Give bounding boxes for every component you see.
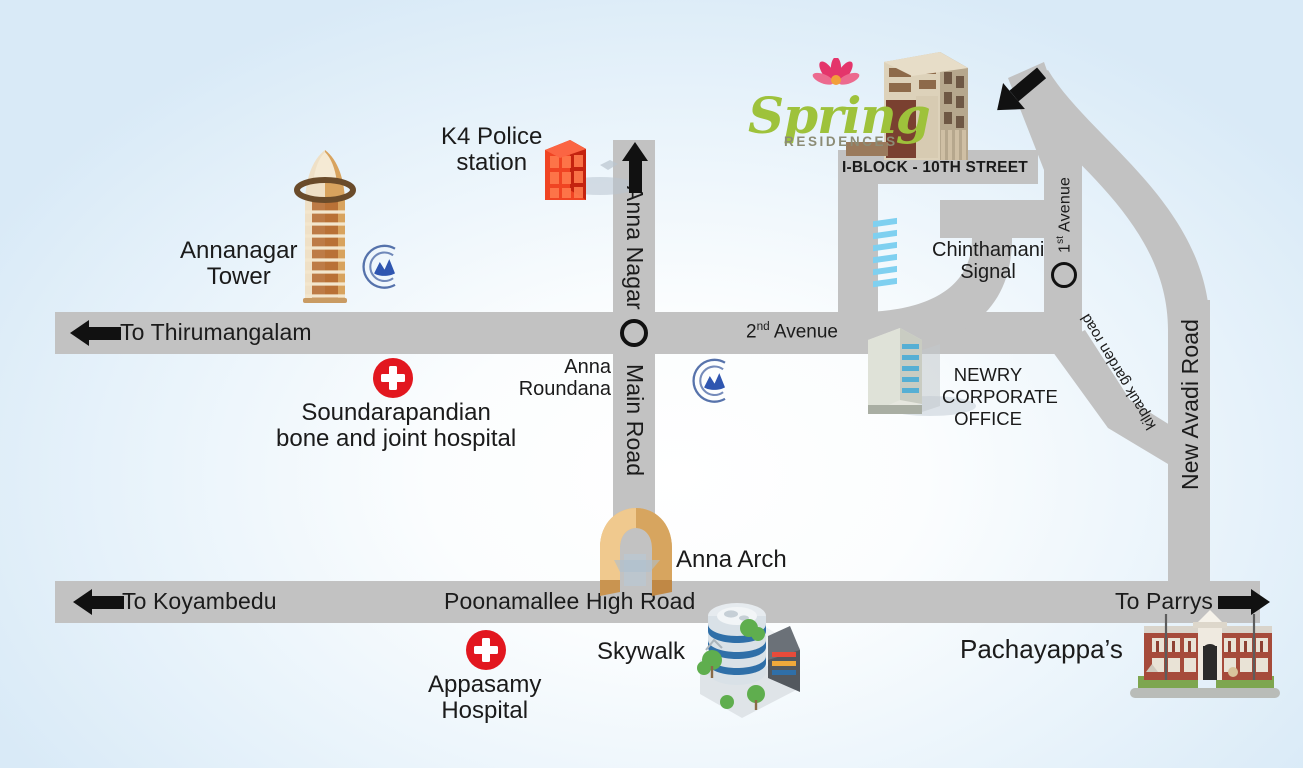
left-arrow-icon [70,320,122,347]
right-arrow-icon [1218,589,1270,616]
chinthamani-line2: Signal [960,260,1016,283]
direction-to-koyambedu: To Koyambedu [122,588,277,614]
anna-roundana-line2: Roundana [518,377,611,400]
arch-icon [600,508,672,596]
annanagar-tower-line1: Annanagar [180,237,298,264]
appasamy-line2: Hospital [441,696,529,724]
medical-cross-icon-soundarapandian [373,358,413,398]
newry-line2: CORPORATE [942,385,1058,407]
place-label-k4-police-station: K4 Police station [441,124,542,176]
road-first-avenue-stub [1044,300,1082,352]
soundarapandian-line1: Soundarapandian [301,399,491,426]
k4-police-line2: station [456,148,528,176]
road-kilpauk-garden [1050,330,1178,470]
brand-subtitle: RESIDENCES [784,134,898,149]
road-chinthamani-to-second-avenue [860,238,1012,352]
tower-icon [294,150,356,303]
direction-to-parrys: To Parrys [1115,588,1214,614]
roads-fill [55,62,1260,623]
office-tower-icon [868,217,940,414]
place-label-anna-arch: Anna Arch [676,546,787,573]
medical-cross-icon-appasamy [466,630,506,670]
newry-line3: OFFICE [954,407,1022,429]
road-newry-link [838,238,878,328]
k4-police-line1: K4 Police [441,123,543,150]
soundarapandian-line2: bone and joint hospital [276,424,517,452]
left-arrow-icon-koyambedu [73,589,125,616]
chinthamani-line1: Chinthamani [932,239,1045,261]
road-i-block-vertical [838,150,878,238]
place-label-newry-corporate-office: NEWRY CORPORATE OFFICE [942,364,1058,429]
second-avenue-suffix: nd [756,320,770,333]
swirl-logo-icon-1 [362,244,396,289]
place-label-soundarapandian-hospital: Soundarapandian bone and joint hospital [276,400,516,452]
skywalk-building-icon [697,603,800,718]
place-label-annanagar-tower: Annanagar Tower [180,238,297,290]
place-label-chinthamani-signal: Chinthamani Signal [932,239,1045,283]
place-label-appasamy-hospital: Appasamy Hospital [428,672,541,724]
direction-to-thirumangalam: To Thirumangalam [120,319,312,345]
up-arrow-icon [622,142,649,194]
second-avenue-number: 2 [746,321,757,343]
anna-roundana-line1: Anna [564,356,611,378]
place-label-anna-roundana: Anna Roundana [511,356,611,400]
road-label-i-block-10th-street: I-BLOCK - 10TH STREET [842,159,1028,176]
newry-line1: NEWRY [953,364,1023,385]
police-building-icon [545,140,618,200]
spring-residences-building-icon [846,52,968,160]
swirl-logo-icon-2 [692,358,726,403]
college-building-icon [1130,610,1280,698]
roundabout-icon-chinthamani-signal [1051,262,1077,288]
place-label-skywalk: Skywalk [597,638,686,665]
roundabout-icon-anna-roundana [620,319,648,347]
flower-icon [812,58,860,85]
brand-name: Spring [748,86,931,145]
road-label-second-avenue: 2nd Avenue [746,320,838,343]
second-avenue-rest: Avenue [769,321,838,343]
place-label-pachayappas: Pachayappa’s [960,634,1123,664]
road-chinthamani-stub [940,200,1050,238]
appasamy-line1: Appasamy [428,671,542,698]
annanagar-tower-line2: Tower [206,262,271,290]
